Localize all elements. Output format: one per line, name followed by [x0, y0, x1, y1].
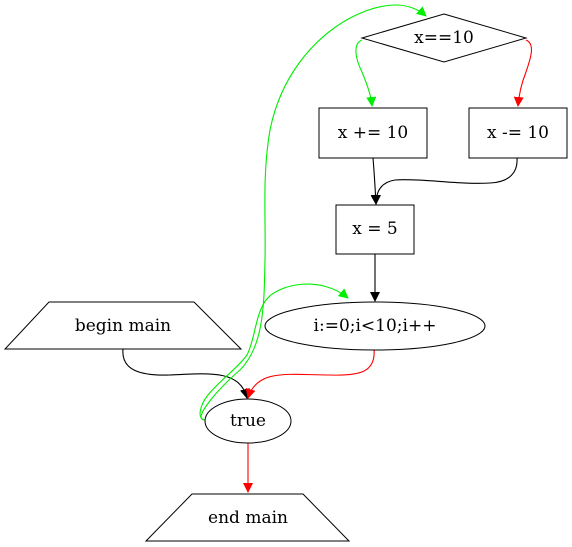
- edge-loop-to-true: [245, 348, 375, 399]
- process-box: [335, 204, 415, 255]
- end-label: end main: [208, 508, 288, 528]
- node-begin: begin main: [3, 301, 243, 350]
- process-box: [468, 107, 568, 159]
- node-loop: i:=0;i<10;i++: [264, 301, 486, 351]
- edge-begin-to-true: [122, 348, 250, 399]
- edge-add-to-assign: [370, 157, 381, 205]
- edges: [122, 4, 532, 493]
- edge-cond-to-add: [355, 39, 377, 107]
- edge-sub-to-assign: [371, 157, 518, 205]
- sub-label: x -= 10: [487, 123, 549, 143]
- node-true: true: [204, 398, 292, 444]
- node-cond-x: x==10: [360, 13, 528, 63]
- node-sub: x -= 10: [468, 107, 568, 159]
- edge-true-to-loop: [199, 283, 349, 421]
- edge-cond-to-sub: [513, 39, 532, 107]
- node-assign: x = 5: [335, 204, 415, 255]
- node-add: x += 10: [318, 107, 428, 159]
- decision-diamond: [360, 13, 528, 63]
- terminal-trapezium: [3, 301, 243, 350]
- assign-label: x = 5: [352, 219, 397, 239]
- process-box: [318, 107, 428, 159]
- edge-true-to-cond: [200, 4, 427, 421]
- terminal-trapezium: [144, 493, 351, 542]
- loop-label: i:=0;i<10;i++: [314, 316, 437, 336]
- add-label: x += 10: [338, 123, 409, 143]
- begin-label: begin main: [75, 316, 171, 336]
- true-ellipse: [204, 398, 292, 444]
- cond-x-label: x==10: [414, 28, 474, 48]
- node-end: end main: [144, 493, 351, 542]
- loop-ellipse: [264, 301, 486, 351]
- true-label: true: [230, 411, 266, 431]
